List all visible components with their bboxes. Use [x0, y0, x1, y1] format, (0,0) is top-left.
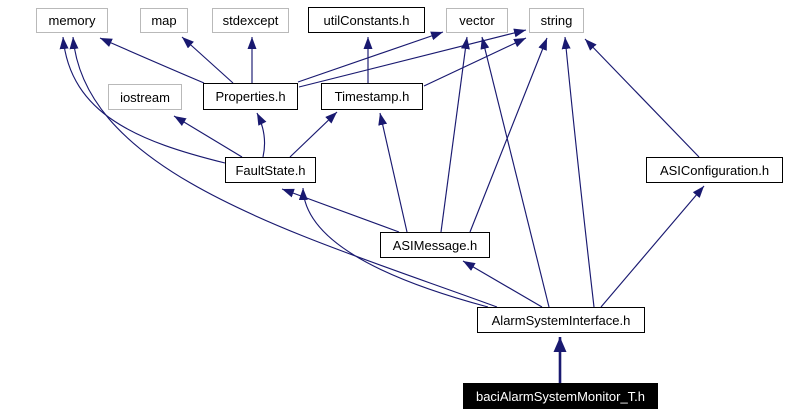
node-stdexcept-label: stdexcept: [222, 13, 279, 28]
node-utilconstants-link[interactable]: utilConstants.h: [308, 7, 425, 33]
node-memory-label: memory: [48, 13, 96, 28]
edge-AlarmSystemInterface-to-vector: [480, 36, 550, 308]
edge-Properties-to-string: [298, 28, 527, 88]
node-utilconstants-label: utilConstants.h: [323, 12, 410, 28]
node-properties-link[interactable]: Properties.h: [203, 83, 298, 110]
node-iostream-label: iostream: [120, 89, 170, 105]
edge-ASIConfiguration-to-string: [584, 38, 700, 158]
node-string-label: string: [540, 13, 573, 28]
edge-FaultState-to-iostream: [173, 115, 243, 158]
edge-Timestamp-to-string: [423, 37, 527, 87]
edge-ASIMessage-to-Timestamp: [378, 112, 408, 233]
node-alarmsysteminterface-label: AlarmSystemInterface.h: [491, 312, 631, 328]
node-iostream: iostream: [108, 84, 182, 110]
edge-FaultState-to-memory: [59, 36, 226, 164]
edge-FaultState-to-Properties: [256, 112, 267, 158]
node-asimessage-label: ASIMessage.h: [392, 237, 478, 253]
node-vector-label: vector: [459, 13, 495, 28]
node-alarmsysteminterface-link[interactable]: AlarmSystemInterface.h: [477, 307, 645, 333]
node-memory: memory: [36, 8, 108, 33]
node-faultstate-label: FaultState.h: [235, 162, 306, 178]
edge-AlarmSystemInterface-to-ASIConfiguration: [600, 185, 705, 308]
edge-Properties-to-memory: [99, 37, 205, 84]
node-stdexcept: stdexcept: [212, 8, 289, 33]
node-bacialarmsystemmonitor-label: baciAlarmSystemMonitor_T.h: [475, 388, 646, 404]
node-timestamp-label: Timestamp.h: [334, 89, 410, 104]
edge-AlarmSystemInterface-to-ASIMessage: [462, 260, 543, 308]
node-asiconfiguration-link[interactable]: ASIConfiguration.h: [646, 157, 783, 183]
node-timestamp-link[interactable]: Timestamp.h: [321, 83, 423, 110]
node-faultstate-link[interactable]: FaultState.h: [225, 157, 316, 183]
node-map: map: [140, 8, 188, 33]
edge-ASIMessage-to-vector: [440, 36, 470, 233]
edge-Properties-to-map: [181, 36, 234, 84]
node-asiconfiguration-label: ASIConfiguration.h: [659, 162, 770, 178]
edge-AlarmSystemInterface-to-memory: [69, 36, 498, 308]
node-string: string: [529, 8, 584, 33]
edge-AlarmSystemInterface-to-string: [561, 36, 595, 308]
node-properties-label: Properties.h: [215, 89, 286, 104]
node-map-label: map: [151, 13, 177, 28]
edge-ASIMessage-to-string: [469, 37, 548, 233]
node-asimessage-link[interactable]: ASIMessage.h: [380, 232, 490, 258]
node-bacialarmsystemmonitor-current: baciAlarmSystemMonitor_T.h: [463, 383, 658, 409]
edge-FaultState-to-Timestamp: [289, 111, 338, 158]
edge-ASIMessage-to-FaultState: [281, 188, 400, 233]
edge-AlarmSystemInterface-to-FaultState: [298, 187, 489, 308]
node-vector: vector: [446, 8, 508, 33]
edge-Properties-to-vector: [297, 31, 444, 83]
